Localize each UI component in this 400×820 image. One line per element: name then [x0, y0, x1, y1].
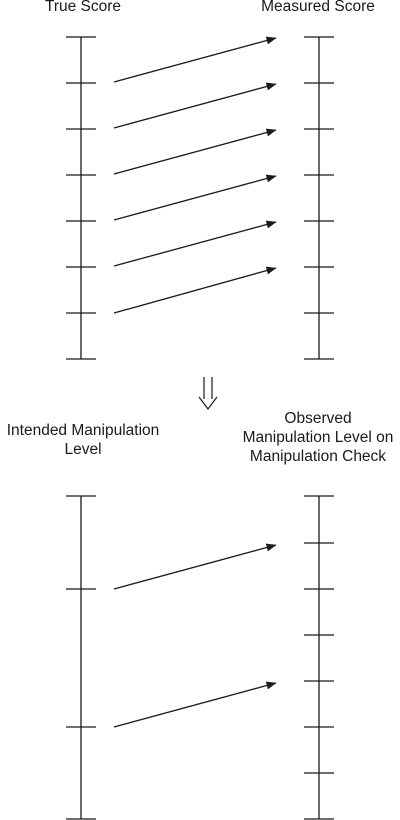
true-to-measured-arrow	[113, 36, 277, 83]
intended-manipulation-scale	[66, 495, 96, 820]
true-to-measured-arrow	[113, 128, 277, 175]
true-to-measured-arrow	[113, 82, 277, 129]
double-down-arrow-icon	[198, 377, 218, 410]
true-score-label: True Score	[44, 0, 122, 15]
observed-manipulation-level-label: Observed Manipulation Level on Manipulat…	[236, 409, 400, 466]
measured-score-label: Measured Score	[261, 0, 375, 15]
measured-score-scale	[304, 36, 334, 360]
true-to-measured-arrow	[113, 174, 277, 221]
intended-manipulation-level-label: Intended Manipulation Level	[0, 421, 166, 459]
true-score-scale	[66, 36, 96, 360]
intended-label-line-1: Intended Manipulation	[6, 422, 160, 439]
observed-label-line-2: Manipulation Level on	[242, 429, 394, 446]
intended-to-observed-arrow	[113, 681, 277, 728]
observed-manipulation-scale	[304, 495, 334, 820]
true-to-measured-arrow	[113, 266, 277, 314]
observed-label-line-3: Manipulation Check	[249, 448, 387, 465]
true-to-measured-arrow	[113, 220, 277, 267]
intended-label-line-2: Level	[64, 441, 102, 458]
observed-label-line-1: Observed	[284, 410, 352, 427]
intended-to-observed-arrow	[113, 543, 277, 590]
